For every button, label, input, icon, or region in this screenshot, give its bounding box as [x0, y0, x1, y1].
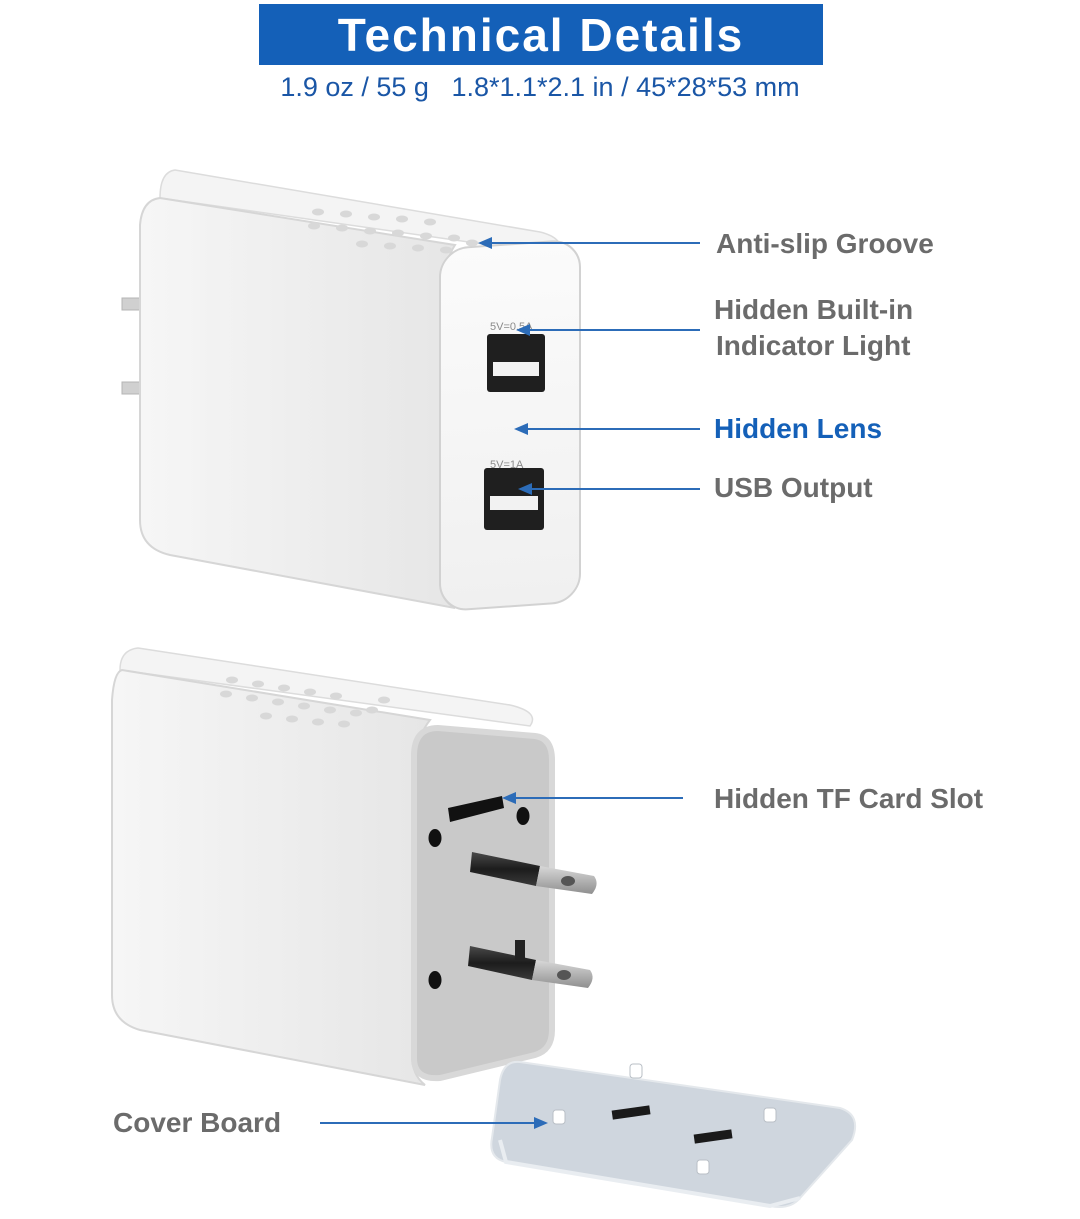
usb-port-icon — [484, 468, 544, 530]
charger-bottom-view — [111, 647, 597, 1086]
callout-indicator-light-line2: Indicator Light — [716, 330, 911, 361]
screw-hole-icon — [428, 971, 442, 989]
screw-hole-icon — [428, 829, 442, 847]
callout-cover-board: Cover Board — [113, 1107, 282, 1138]
cover-slot-icon — [611, 1105, 651, 1120]
specs-line: 1.9 oz / 55 g 1.8*1.1*2.1 in / 45*28*53 … — [280, 72, 800, 102]
callout-tf-card-slot: Hidden TF Card Slot — [714, 783, 984, 814]
charger-top-view: 5V=0.5A 5V=1A — [121, 169, 581, 611]
callout-hidden-lens: Hidden Lens — [714, 413, 883, 444]
prong-icon — [468, 946, 593, 988]
anti-slip-groove-dots — [220, 676, 390, 728]
device-body — [111, 668, 432, 1086]
tf-card-slot-icon — [448, 796, 504, 822]
screw-hole-icon — [516, 807, 530, 825]
callout-anti-slip-groove: Anti-slip Groove — [716, 228, 934, 259]
usb-port-icon — [487, 334, 545, 392]
prong-root — [515, 940, 525, 960]
callout-indicator-light-line1: Hidden Built-in — [714, 294, 914, 325]
cover-peg-icon — [552, 1063, 777, 1175]
cover-board-plate — [490, 1060, 856, 1209]
device-top-surface — [119, 647, 534, 727]
callout-usb-output: USB Output — [714, 472, 873, 503]
leader-lines — [320, 237, 700, 1129]
device-back-face — [411, 724, 555, 1082]
page-title: Technical Details — [337, 8, 745, 61]
device-front-face — [439, 240, 581, 611]
device-body — [139, 196, 457, 609]
title-banner: Technical Details — [259, 4, 823, 65]
prong-icon — [470, 852, 597, 894]
cover-slot-icon — [693, 1129, 733, 1144]
anti-slip-groove-dots — [308, 208, 478, 254]
port2-rating-label: 5V=1A — [490, 459, 524, 471]
